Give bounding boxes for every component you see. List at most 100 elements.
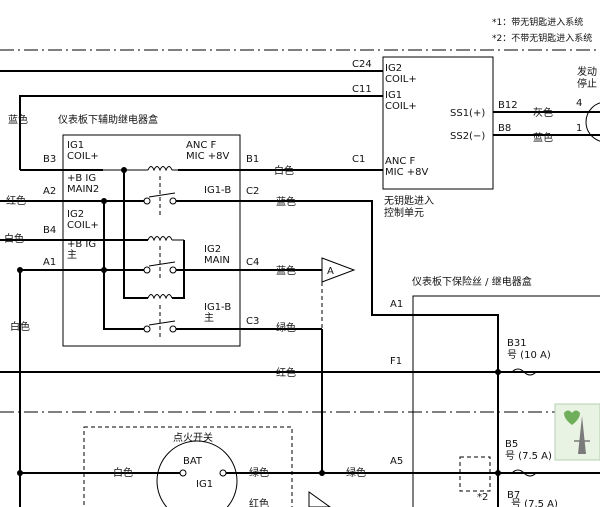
junction-internal-1 bbox=[101, 198, 107, 204]
pin-a5: A5 bbox=[390, 456, 403, 467]
fuse-box-option-frame bbox=[459, 456, 491, 492]
engine-switch-symbol bbox=[585, 102, 600, 142]
relay-a2-label1: +B IG bbox=[67, 173, 96, 184]
heart-icon bbox=[564, 410, 580, 425]
connector-label: A bbox=[327, 266, 334, 277]
fuse-b7-rating: 号 (7.5 A) bbox=[511, 498, 558, 507]
relay-b3-label1: IG1 bbox=[67, 140, 84, 151]
ignition-switch-title: 点火开关 bbox=[173, 431, 213, 444]
wire-color-red-a2: 红色 bbox=[6, 194, 26, 207]
relay-c4-label2: MAIN bbox=[204, 255, 230, 266]
terminal-1: 1 bbox=[576, 123, 582, 134]
engine-switch-label2: 停止 bbox=[577, 77, 597, 90]
relay-switch-icon bbox=[143, 176, 177, 337]
keyless-ss1-label: SS1(+) bbox=[450, 108, 485, 119]
fuse-b31-rating: 号 (10 A) bbox=[507, 349, 551, 361]
pin-a1-fuse: A1 bbox=[390, 299, 403, 310]
junction-fuse-b5 bbox=[495, 470, 501, 476]
pin-c11: C11 bbox=[352, 84, 372, 95]
keyless-title-line1: 无钥匙进入 bbox=[384, 194, 434, 207]
relay-b1-label1: ANC F bbox=[186, 140, 216, 151]
keyless-c1-label2: MIC +8V bbox=[385, 167, 428, 178]
relay-c4-label1: IG2 bbox=[204, 244, 221, 255]
relay-b1-label2: MIC +8V bbox=[186, 151, 229, 162]
keyless-c11-label2: COIL+ bbox=[385, 101, 417, 112]
keyless-title-line2: 控制单元 bbox=[384, 206, 424, 219]
relay-b4-label1: IG2 bbox=[67, 209, 84, 220]
keyless-c24-label1: IG2 bbox=[385, 63, 402, 74]
junction-internal-2 bbox=[101, 267, 107, 273]
wire-color-green-a5: 绿色 bbox=[346, 466, 366, 479]
wire-color-red-ign-bottom: 红色 bbox=[249, 497, 269, 507]
junction-fuse-b31 bbox=[495, 369, 501, 375]
wire-color-blue-left: 蓝色 bbox=[8, 113, 28, 126]
junction-internal-3 bbox=[121, 167, 127, 173]
fuse-box bbox=[412, 295, 600, 507]
fuse-box-title: 仪表板下保险丝 / 继电器盒 bbox=[412, 275, 532, 288]
relay-c3-label1: IG1-B bbox=[204, 302, 231, 313]
wire-color-red-f1: 红色 bbox=[276, 366, 296, 379]
pin-c4: C4 bbox=[246, 257, 259, 268]
ignition-bat-label: BAT bbox=[183, 456, 203, 467]
relay-b4-label2: COIL+ bbox=[67, 220, 99, 231]
pin-b8: B8 bbox=[498, 123, 511, 134]
relay-internal-bus-3 bbox=[172, 240, 185, 299]
wire-c11 bbox=[19, 95, 383, 170]
pin-c2: C2 bbox=[246, 186, 259, 197]
wire-color-white-ign: 白色 bbox=[113, 466, 133, 479]
terminal-4: 4 bbox=[576, 98, 582, 109]
junction-ign-left bbox=[17, 470, 23, 476]
wire-color-green-c3: 绿色 bbox=[276, 321, 296, 334]
relay-internal-bus-1 bbox=[103, 201, 144, 330]
keyless-c1-label1: ANC F bbox=[385, 156, 415, 167]
pin-c3: C3 bbox=[246, 316, 259, 327]
thumbnail-image-icon[interactable] bbox=[554, 403, 600, 461]
note-2: *2：不带无钥匙进入系统 bbox=[492, 32, 592, 44]
fuse-b5-rating: 号 (7.5 A) bbox=[505, 450, 552, 462]
tower-icon bbox=[578, 416, 586, 454]
pin-a1: A1 bbox=[43, 257, 56, 268]
keyless-c11-label1: IG1 bbox=[385, 90, 402, 101]
relay-a1-label2: 主 bbox=[67, 249, 77, 261]
relay-b3-label2: COIL+ bbox=[67, 151, 99, 162]
connector-triangle-bottom bbox=[308, 491, 331, 507]
relay-internal-bus-2 bbox=[123, 170, 148, 299]
fuse-b31-id: B31 bbox=[507, 338, 527, 349]
engine-switch-label1: 发动 bbox=[577, 65, 597, 78]
wire-color-blue-c4: 蓝色 bbox=[276, 264, 296, 277]
pin-a2: A2 bbox=[43, 186, 56, 197]
wire-color-green-ign: 绿色 bbox=[249, 466, 269, 479]
keyless-control-unit-box bbox=[382, 56, 494, 190]
fuse-b5-id: B5 bbox=[505, 439, 518, 450]
wire-a1-fuse bbox=[322, 200, 499, 507]
pin-b12: B12 bbox=[498, 100, 518, 111]
pin-b3: B3 bbox=[43, 154, 56, 165]
pin-c24: C24 bbox=[352, 59, 372, 70]
connector-triangle-icon: A bbox=[321, 257, 356, 283]
thumbnail-frame[interactable] bbox=[554, 403, 600, 461]
wire-color-blue-b8: 蓝色 bbox=[533, 131, 553, 144]
wire-color-white-b1: 白色 bbox=[274, 164, 294, 177]
relay-a1-label1: +B IG bbox=[67, 239, 96, 250]
pin-c1: C1 bbox=[352, 154, 365, 165]
wire-color-gray: 灰色 bbox=[533, 106, 553, 119]
keyless-c24-label2: COIL+ bbox=[385, 74, 417, 85]
pin-f1: F1 bbox=[390, 356, 402, 367]
wire-color-blue-c2: 蓝色 bbox=[276, 195, 296, 208]
ignition-terminal-ig1 bbox=[219, 469, 227, 477]
relay-box-title: 仪表板下辅助继电器盒 bbox=[58, 113, 158, 126]
wire-color-white-b4: 白色 bbox=[4, 232, 24, 245]
relay-a2-label2: MAIN2 bbox=[67, 184, 99, 195]
relay-c3-label2: 主 bbox=[204, 312, 214, 324]
ignition-switch-symbol bbox=[156, 440, 238, 507]
relay-coil-icon bbox=[103, 166, 178, 300]
wire-color-white-a1: 白色 bbox=[10, 320, 30, 333]
ignition-terminal-bat bbox=[179, 469, 187, 477]
junction-a1 bbox=[17, 267, 23, 273]
fuse-b7-id: B7 bbox=[507, 490, 520, 501]
ignition-ig1-label: IG1 bbox=[196, 479, 213, 490]
fuse-box-mark: *2 bbox=[477, 492, 488, 503]
keyless-ss2-label: SS2(−) bbox=[450, 131, 485, 142]
note-1: *1：带无钥匙进入系统 bbox=[492, 16, 583, 28]
